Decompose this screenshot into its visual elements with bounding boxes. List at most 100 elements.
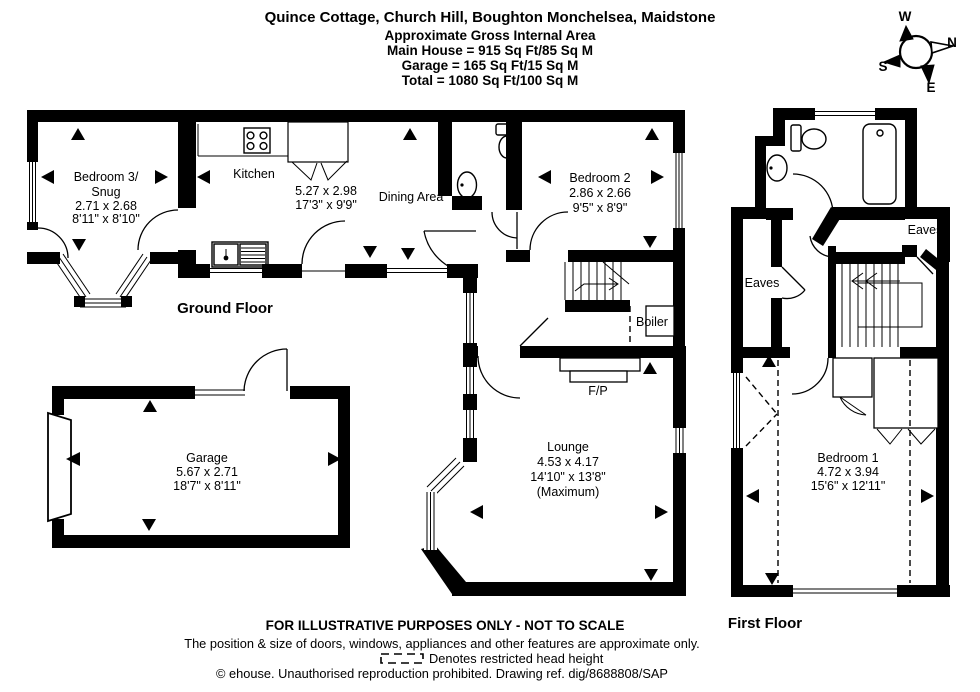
room-dims-lounge-ft: 14'10" x 13'8" bbox=[530, 470, 606, 484]
kitchen-unit-icon bbox=[287, 121, 349, 181]
first-floor-fixtures bbox=[745, 123, 939, 583]
compass-label-n: N bbox=[947, 35, 957, 50]
bedroom1-bottom-window-icon bbox=[793, 585, 897, 597]
room-dims-garage-ft: 18'7" x 8'11" bbox=[173, 479, 241, 493]
room-label-kitchen: Kitchen bbox=[233, 167, 275, 181]
ground-floor-doors bbox=[37, 209, 569, 523]
dashed-line-legend-icon bbox=[380, 653, 424, 664]
room-dims-garage-m: 5.67 x 2.71 bbox=[176, 465, 238, 479]
ground-floor-title: Ground Floor bbox=[177, 300, 273, 317]
footer-disclaimer: FOR ILLUSTRATIVE PURPOSES ONLY - NOT TO … bbox=[266, 618, 625, 633]
hall-left-window-icon bbox=[463, 293, 477, 343]
ground-floor-fixtures bbox=[197, 121, 675, 383]
front-door-arc bbox=[37, 227, 69, 259]
kitchen-dining-dims-m: 5.27 x 2.98 bbox=[295, 184, 357, 198]
dining-door-arc bbox=[423, 230, 476, 274]
wc-basin-icon bbox=[456, 171, 478, 199]
eaves-left-door bbox=[781, 266, 806, 300]
room-dims-bedroom3-m: 2.71 x 2.68 bbox=[75, 199, 137, 213]
footer-legend-text: Denotes restricted head height bbox=[429, 651, 604, 666]
garage-door-arc bbox=[243, 348, 288, 392]
room-label-lounge: Lounge bbox=[547, 440, 589, 454]
bedroom3-door-arc bbox=[137, 209, 179, 251]
kitchen-sink-window-icon bbox=[210, 264, 262, 278]
header-area-total: Total = 1080 Sq Ft/100 Sq M bbox=[402, 73, 578, 88]
room-dims-bedroom3-ft: 8'11" x 8'10" bbox=[72, 212, 140, 226]
first-floor-labels: Eaves Eaves Bedroom 1 4.72 x 3.94 15'6" … bbox=[728, 223, 942, 632]
garden-door-threshold bbox=[302, 264, 345, 278]
bath-icon bbox=[862, 123, 897, 205]
boiler-cupboard bbox=[629, 305, 675, 349]
room-label-eaves-left: Eaves bbox=[745, 276, 780, 290]
lounge-right-window-icon bbox=[673, 428, 686, 453]
stairs-first bbox=[841, 264, 923, 347]
garden-door-arc bbox=[301, 220, 346, 265]
stairs-ground bbox=[564, 261, 630, 300]
footer-approximate-note: The position & size of doors, windows, a… bbox=[184, 636, 699, 651]
fireplace-icon bbox=[559, 357, 641, 383]
lounge-bay-window-icon bbox=[424, 457, 465, 550]
fireplace-label: F/P bbox=[588, 384, 607, 398]
ground-floor-walls bbox=[27, 110, 686, 596]
first-floor-title: First Floor bbox=[728, 615, 802, 632]
garage-up-and-over-door bbox=[47, 411, 72, 523]
restricted-head-height-lines bbox=[745, 360, 911, 583]
hob-icon bbox=[243, 127, 271, 154]
room-label-garage: Garage bbox=[186, 451, 228, 465]
footer-copyright: © ehouse. Unauthorised reproduction proh… bbox=[216, 666, 668, 681]
wardrobe-icons bbox=[832, 357, 939, 445]
restricted-head-height-legend: Denotes restricted head height bbox=[380, 651, 604, 666]
ground-floor-windows bbox=[27, 153, 686, 550]
landing-door-arc bbox=[809, 235, 834, 258]
compass-label-e: E bbox=[926, 80, 935, 95]
room-label-bedroom3-line2: Snug bbox=[91, 185, 120, 199]
room-dims-lounge-m: 4.53 x 4.17 bbox=[537, 455, 599, 469]
kitchen-counter-line bbox=[197, 124, 290, 157]
room-dims-bedroom2-m: 2.86 x 2.66 bbox=[569, 186, 631, 200]
lounge-left-window-icon bbox=[463, 367, 477, 438]
header-subtitle: Approximate Gross Internal Area bbox=[384, 28, 596, 43]
first-floor-doors bbox=[781, 173, 934, 395]
kitchen-dining-dims-ft: 17'3" x 9'9" bbox=[295, 198, 357, 212]
room-label-bedroom2: Bedroom 2 bbox=[569, 171, 630, 185]
bedroom2-right-window-icon bbox=[673, 153, 685, 228]
sink-icon bbox=[211, 241, 269, 268]
ground-floor-labels: Bedroom 3/ Snug 2.71 x 2.68 8'11" x 8'10… bbox=[72, 167, 668, 499]
compass-label-w: W bbox=[899, 9, 912, 24]
dining-window-icon bbox=[387, 264, 447, 278]
room-label-eaves-right: Eaves bbox=[908, 223, 943, 237]
ground-floor-plan: Bedroom 3/ Snug 2.71 x 2.68 8'11" x 8'10… bbox=[27, 110, 686, 596]
wc-door-arc bbox=[491, 211, 518, 249]
room-dims-bedroom1-ft: 15'6" x 12'11" bbox=[811, 479, 886, 493]
room-dims-bedroom1-m: 4.72 x 3.94 bbox=[817, 465, 879, 479]
ground-floor-measure-markers bbox=[41, 128, 668, 581]
stairs-up-arrow-icon bbox=[574, 283, 617, 292]
room-dims-bedroom2-ft: 9'5" x 8'9" bbox=[573, 201, 628, 215]
room-label-boiler: Boiler bbox=[636, 315, 668, 329]
bedroom3-left-window-icon bbox=[27, 162, 38, 222]
header: Quince Cottage, Church Hill, Boughton Mo… bbox=[265, 9, 716, 88]
page-title: Quince Cottage, Church Hill, Boughton Mo… bbox=[265, 9, 716, 26]
compass-icon: W N S E bbox=[878, 9, 956, 95]
first-floor-measure-markers bbox=[746, 355, 934, 585]
room-lounge-maximum: (Maximum) bbox=[537, 485, 600, 499]
basin-icon bbox=[766, 154, 788, 182]
room-label-dining: Dining Area bbox=[379, 190, 444, 204]
bedroom3-bay-window-icon bbox=[54, 253, 152, 308]
wc-toilet-icon bbox=[495, 123, 520, 159]
room-label-bedroom1: Bedroom 1 bbox=[817, 451, 878, 465]
header-area-garage: Garage = 165 Sq Ft/15 Sq M bbox=[402, 58, 579, 73]
first-floor-plan: Eaves Eaves Bedroom 1 4.72 x 3.94 15'6" … bbox=[728, 108, 950, 632]
first-floor-walls bbox=[731, 108, 950, 597]
bedroom2-door-arc bbox=[529, 211, 569, 251]
bathroom-door-arc bbox=[792, 173, 834, 215]
bedroom1-left-window-icon bbox=[731, 373, 743, 448]
footer: FOR ILLUSTRATIVE PURPOSES ONLY - NOT TO … bbox=[184, 618, 699, 681]
compass-label-s: S bbox=[878, 59, 887, 74]
room-label-bedroom3: Bedroom 3/ bbox=[74, 170, 139, 184]
bedroom1-door-arc bbox=[791, 357, 829, 395]
first-floor-windows bbox=[731, 108, 897, 597]
garage-window-icon bbox=[195, 386, 245, 399]
